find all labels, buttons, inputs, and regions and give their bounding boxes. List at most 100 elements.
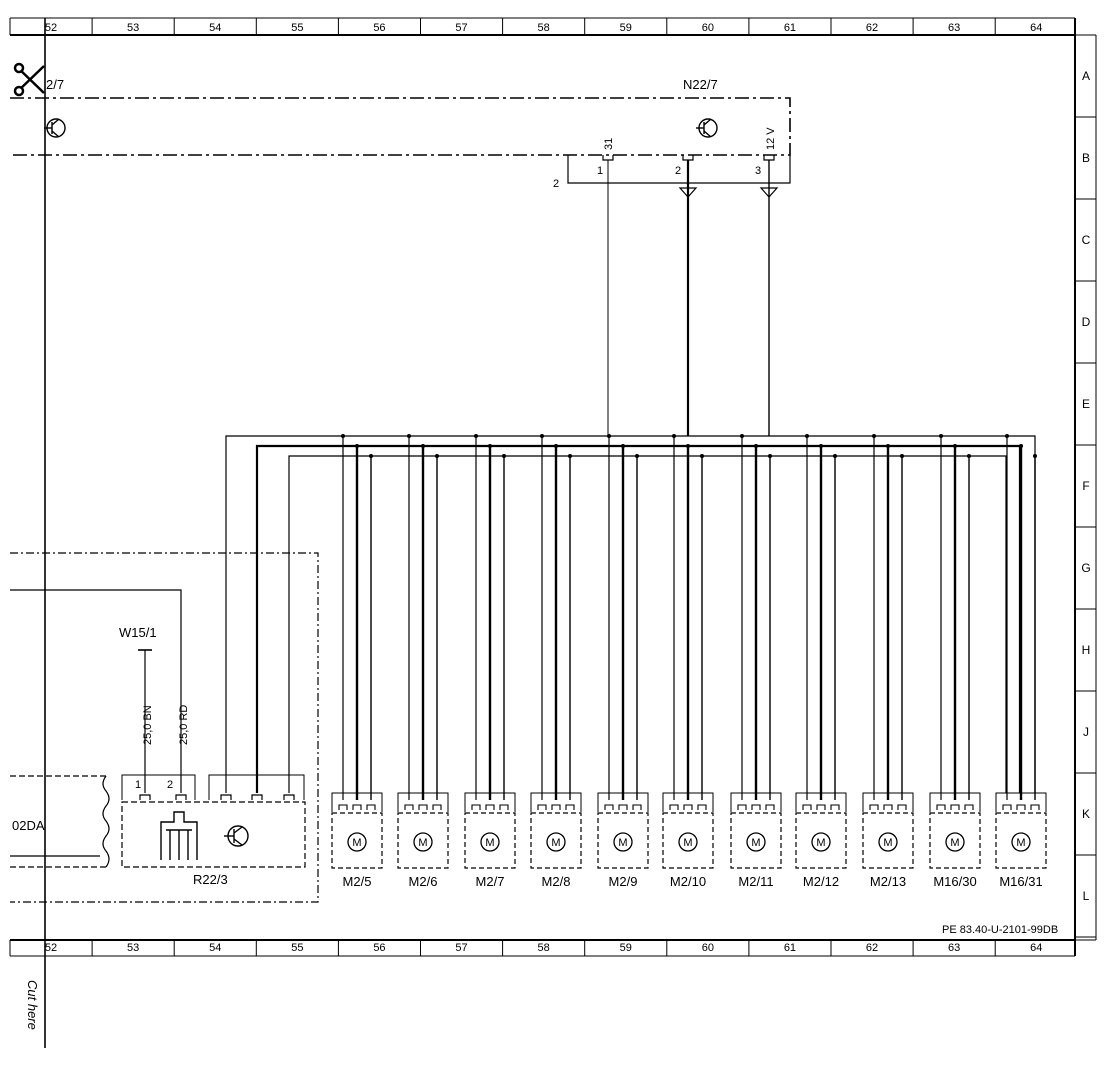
junction-dot	[540, 434, 544, 438]
pin-frame	[662, 792, 714, 812]
motor-label: M2/6	[409, 874, 438, 889]
motor-label: M16/30	[933, 874, 976, 889]
transistor-icon	[696, 118, 718, 138]
motor-unit: MM2/8	[530, 434, 582, 889]
footer-code: PE 83.40-U-2101-99DB	[942, 924, 1058, 936]
pin-connector	[1002, 804, 1012, 810]
motor-symbol: M	[418, 837, 427, 849]
motor-box	[530, 812, 582, 869]
r22-pin-2-label: 2	[167, 779, 173, 791]
pin-connector	[751, 804, 761, 810]
junction-dot	[740, 434, 744, 438]
junction-dot	[488, 444, 492, 448]
junction-dot	[341, 434, 345, 438]
pin-connector	[883, 804, 893, 810]
motor-box	[995, 812, 1047, 869]
motor-unit: MM2/11	[730, 434, 782, 889]
pin-frame	[929, 792, 981, 812]
pin-connector	[432, 804, 442, 810]
pin-frame	[397, 792, 449, 812]
motor-box	[464, 812, 516, 869]
w15-label: W15/1	[119, 625, 157, 640]
column-label: 63	[948, 942, 960, 954]
pin-2-label: 2	[675, 165, 681, 177]
row-label: K	[1082, 807, 1090, 821]
column-label: 55	[291, 22, 303, 34]
pin-connector	[404, 804, 414, 810]
column-label: 57	[455, 22, 467, 34]
junction-dot	[939, 434, 943, 438]
motor-box	[597, 812, 649, 869]
pin-connector	[366, 804, 376, 810]
motor-label: M2/8	[542, 874, 571, 889]
motor-box	[795, 812, 847, 869]
pin-1-label: 1	[597, 165, 603, 177]
r22-pin-connectors	[139, 794, 295, 800]
motor-label: M2/11	[738, 874, 773, 889]
pin-frame	[530, 792, 582, 812]
diagram-frame	[10, 17, 1097, 1048]
pin-connector	[352, 804, 362, 810]
column-label: 52	[45, 22, 57, 34]
motor-box	[662, 812, 714, 869]
motor-label: M16/31	[999, 874, 1042, 889]
column-label: 63	[948, 22, 960, 34]
motor-symbol: M	[352, 837, 361, 849]
column-label: 60	[702, 22, 714, 34]
junction-dot	[805, 434, 809, 438]
junction-dot	[886, 444, 890, 448]
row-label: G	[1081, 561, 1090, 575]
pin-connector	[604, 804, 614, 810]
pin-connector	[485, 804, 495, 810]
motor-icon	[746, 832, 766, 852]
column-label: 55	[291, 942, 303, 954]
junction-dot	[568, 454, 572, 458]
motor-box	[397, 812, 449, 869]
motor-symbol: M	[816, 837, 825, 849]
motor-symbol: M	[485, 837, 494, 849]
pin-connector	[697, 804, 707, 810]
row-label: A	[1082, 69, 1090, 83]
junction-dot	[768, 454, 772, 458]
motor-icon	[945, 832, 965, 852]
pin-connector	[765, 804, 775, 810]
r22-region	[10, 552, 319, 903]
n22-left-ref: 2/7	[46, 77, 64, 92]
pin-frame	[730, 792, 782, 812]
junction-dot	[635, 454, 639, 458]
bus-wires	[225, 435, 1036, 793]
pin-connector	[471, 804, 481, 810]
pin-connector	[950, 804, 960, 810]
pin-31-label: 31	[603, 138, 615, 150]
column-label: 53	[127, 942, 139, 954]
motor-label: M2/12	[803, 874, 839, 889]
motor-box	[929, 812, 981, 869]
junction-dot	[953, 444, 957, 448]
junction-dot	[554, 444, 558, 448]
pin-frame	[331, 792, 383, 812]
junction-dot	[502, 454, 506, 458]
motor-icon	[811, 832, 831, 852]
transistor-icon	[224, 825, 249, 847]
motor-symbol: M	[883, 837, 892, 849]
trunk-wires	[607, 160, 779, 436]
motor-label: M2/7	[476, 874, 505, 889]
column-label: 60	[702, 942, 714, 954]
junction-dot	[700, 454, 704, 458]
column-label: 64	[1030, 942, 1042, 954]
column-label: 52	[45, 942, 57, 954]
pin-12v-label: 12 V	[765, 127, 777, 150]
junction-dot	[421, 444, 425, 448]
motor-symbol: M	[618, 837, 627, 849]
pin-frame	[597, 792, 649, 812]
motor-label: M2/13	[870, 874, 906, 889]
pin-connector	[551, 804, 561, 810]
row-label: J	[1083, 725, 1089, 739]
pin-connector	[499, 804, 509, 810]
column-label: 53	[127, 22, 139, 34]
junction-dot	[607, 434, 611, 438]
motor-icon	[613, 832, 633, 852]
row-label: E	[1082, 397, 1090, 411]
